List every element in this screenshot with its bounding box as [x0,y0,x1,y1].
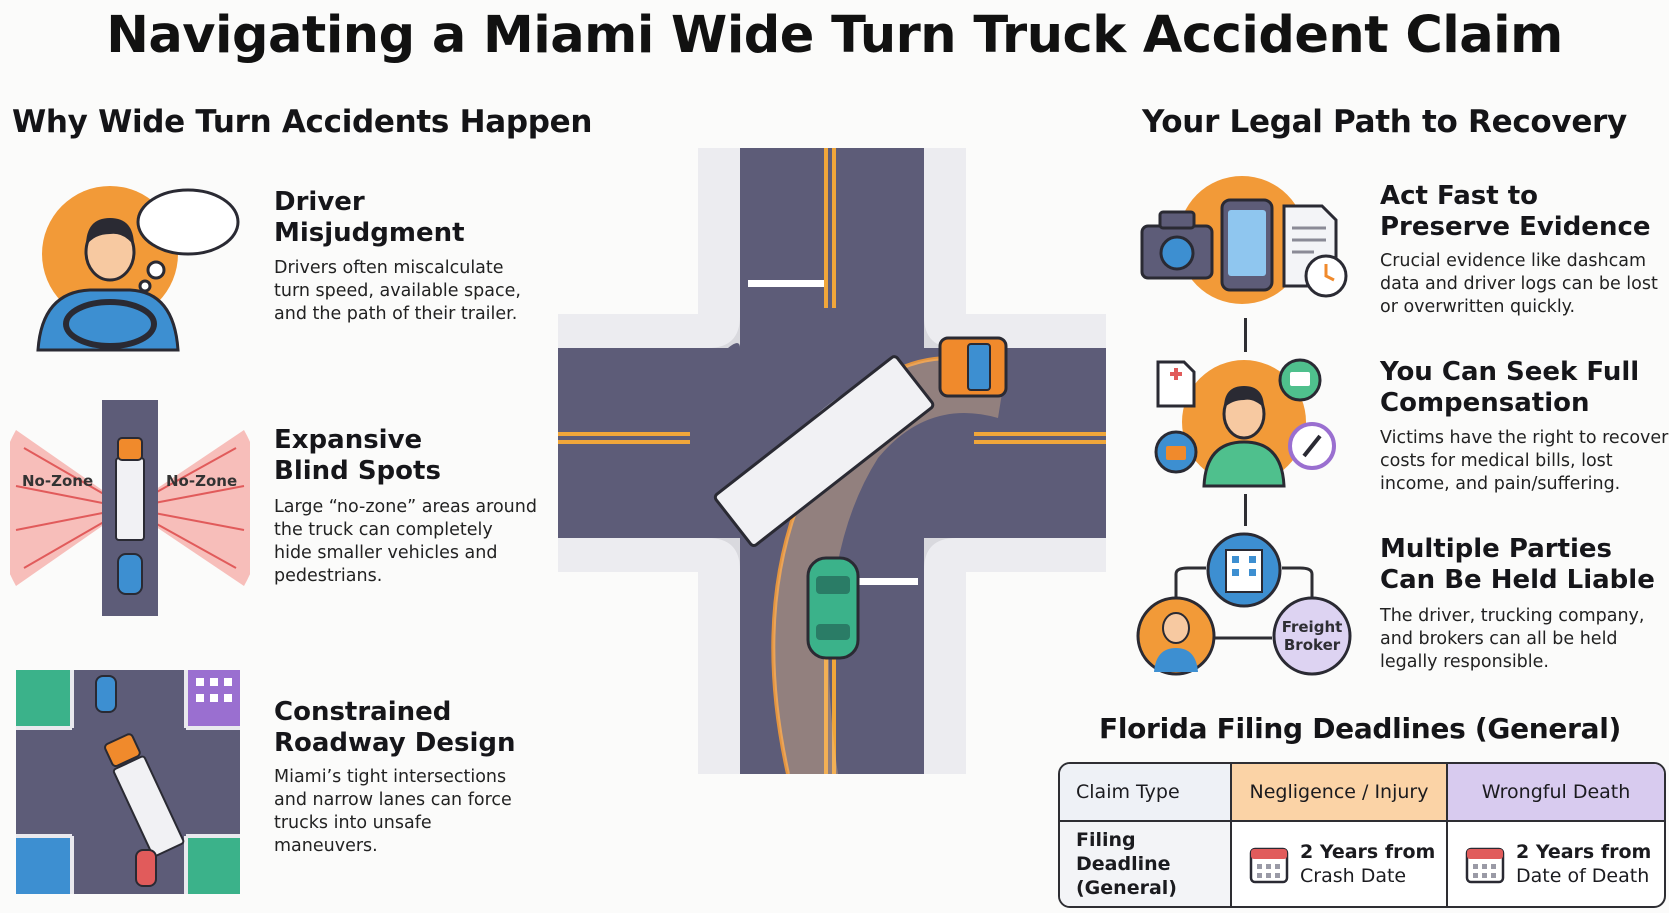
page-title: Navigating a Miami Wide Turn Truck Accid… [106,6,1563,65]
intersection-illustration [558,148,1106,774]
right-section-heading: Your Legal Path to Recovery [1142,104,1627,140]
freight-broker-label: Freight Broker [1281,618,1343,654]
blind-spot-icon [10,400,250,616]
blind-spots-text: Large “no-zone” areas around the truck c… [274,497,537,586]
header-wrongful-death: Wrongful Death [1448,764,1664,822]
header-negligence: Negligence / Injury [1232,764,1448,822]
no-zone-right-label: No-Zone [166,472,238,490]
row-label-filing-deadline: Filing Deadline (General) [1060,822,1232,906]
intersection-map-icon [16,670,240,894]
compensation-text: Victims have the right to recover costs … [1380,428,1669,494]
left-section-heading: Why Wide Turn Accidents Happen [12,104,593,140]
driver-thinking-icon [36,186,240,352]
evidence-icon [1140,176,1348,304]
blind-spots-title: Expansive Blind Spots [274,425,441,486]
header-claim-type: Claim Type [1060,764,1232,822]
deadlines-table: Claim Type Negligence / Injury Wrongful … [1058,762,1666,908]
liable-parties-title: Multiple Parties Can Be Held Liable [1380,534,1655,595]
compensation-title: You Can Seek Full Compensation [1380,357,1640,418]
connector-line [1244,318,1247,352]
negligence-deadline-cell: 2 Years from Crash Date [1232,822,1448,906]
deadlines-heading: Florida Filing Deadlines (General) [1099,712,1621,745]
no-zone-left-label: No-Zone [22,472,94,490]
wrongful-death-deadline-cell: 2 Years from Date of Death [1448,822,1664,906]
calendar-icon [1249,847,1289,884]
driver-misjudgment-title: Driver Misjudgment [274,187,465,248]
roadway-design-text: Miami’s tight intersections and narrow l… [274,767,512,856]
preserve-evidence-title: Act Fast to Preserve Evidence [1380,181,1651,242]
roadway-design-title: Constrained Roadway Design [274,697,516,758]
liable-parties-text: The driver, trucking company, and broker… [1380,606,1645,672]
calendar-icon [1465,847,1505,884]
compensation-icon [1154,358,1336,488]
driver-misjudgment-text: Drivers often miscalculate turn speed, a… [274,258,521,324]
liable-parties-icon [1136,532,1352,676]
connector-line [1244,494,1247,526]
preserve-evidence-text: Crucial evidence like dashcam data and d… [1380,251,1658,317]
